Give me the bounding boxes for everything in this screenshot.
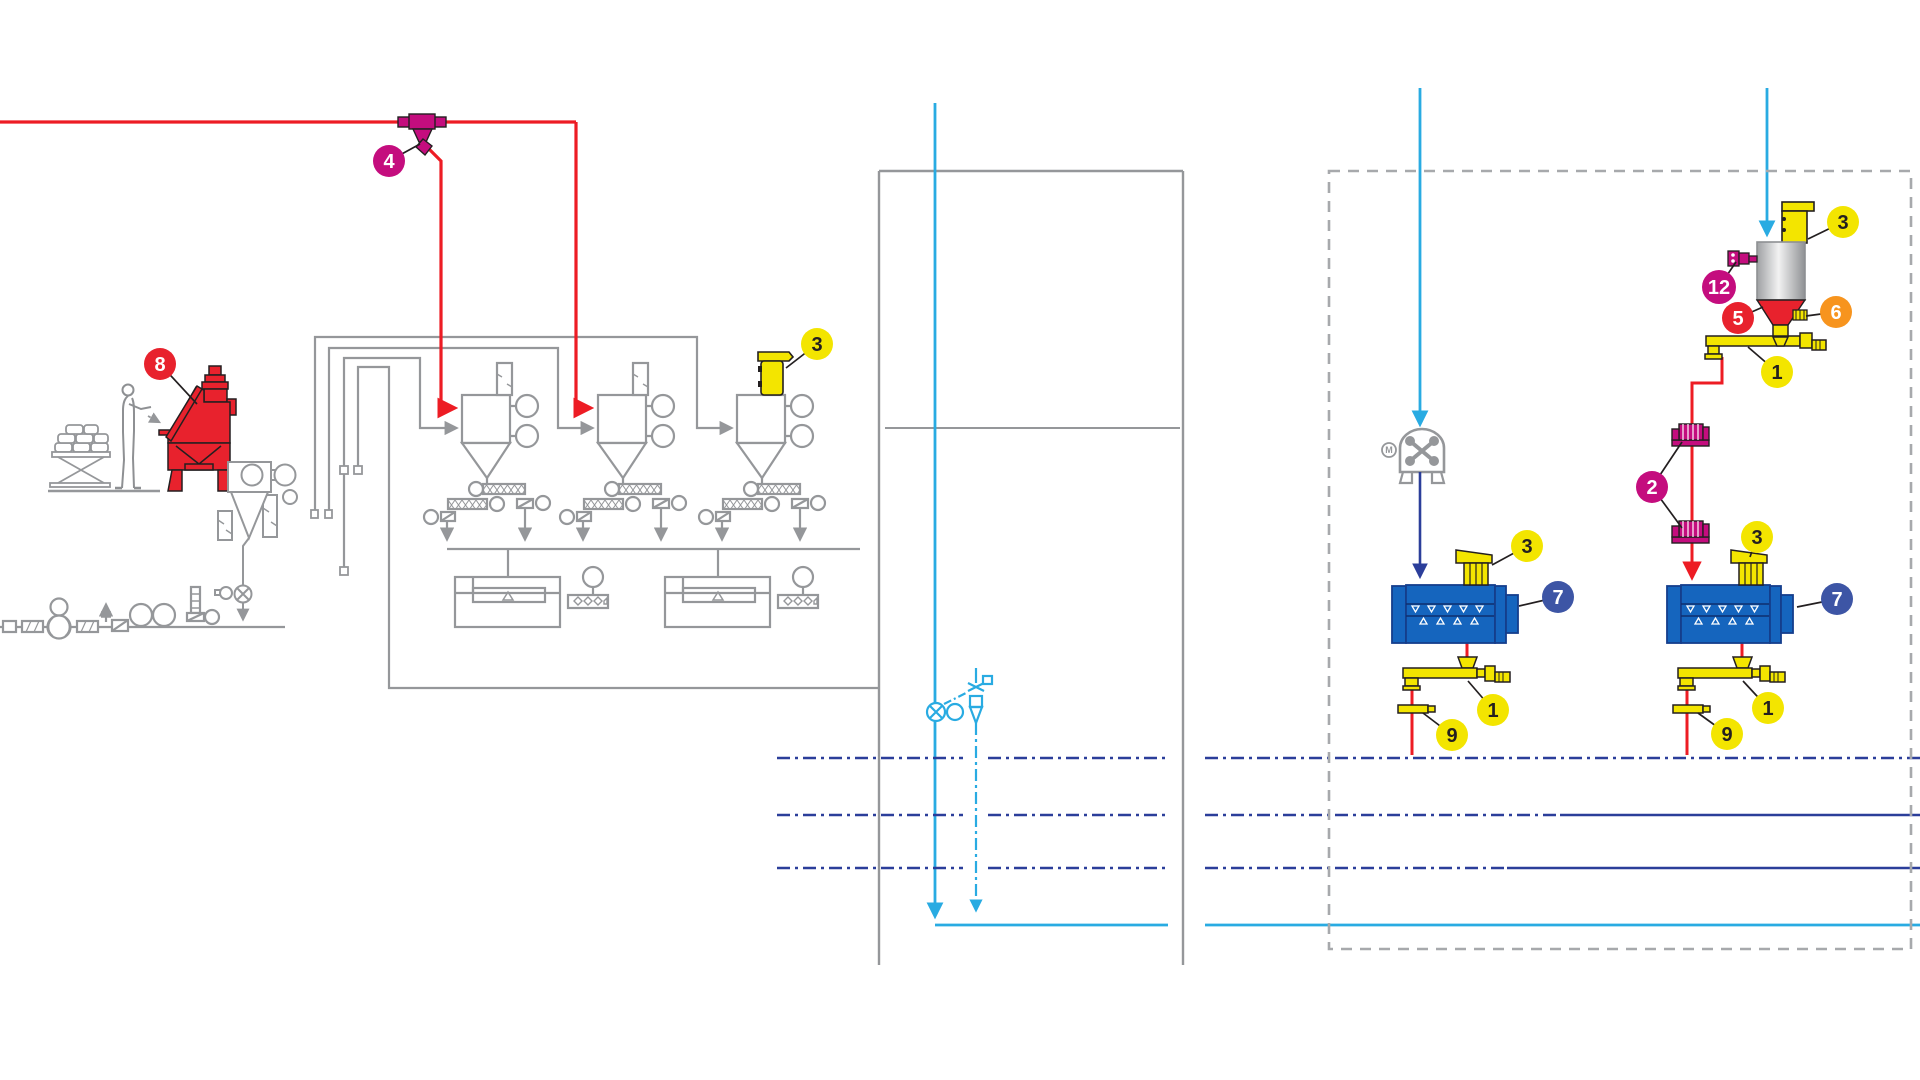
slide-gate-right xyxy=(1672,704,1711,714)
bag-stack-lift xyxy=(49,424,111,488)
badge-3: 3 xyxy=(1807,206,1859,240)
badge-9: 9 xyxy=(1422,712,1468,751)
hand-feed-arrow xyxy=(147,412,162,424)
svg-text:7: 7 xyxy=(1552,587,1563,609)
receiver-discharge-conveyor xyxy=(1704,324,1827,360)
vacuum-receiver-assembly xyxy=(1704,201,1827,360)
mixer-scale-units xyxy=(453,565,820,629)
svg-text:7: 7 xyxy=(1831,589,1842,611)
badge-5: 5 xyxy=(1722,302,1764,334)
badge-3: 3 xyxy=(1741,521,1773,558)
vent-filter-hopper3 xyxy=(757,351,795,396)
svg-text:4: 4 xyxy=(383,151,395,173)
filter-hoppers xyxy=(422,351,860,576)
vent-filter-right-machine xyxy=(1730,549,1768,586)
cone-fitting xyxy=(1792,309,1808,321)
vent-filter-left-machine xyxy=(1455,549,1493,586)
red-conveying-lines-left xyxy=(0,120,595,419)
badge-3: 3 xyxy=(1491,530,1543,566)
booster-pump-upper xyxy=(1671,423,1710,447)
badge-2: 2 xyxy=(1636,441,1683,529)
badge-1: 1 xyxy=(1467,680,1509,726)
svg-text:9: 9 xyxy=(1721,724,1732,746)
vacuum-unit xyxy=(1781,201,1815,244)
badge-1: 1 xyxy=(1747,346,1793,388)
svg-text:12: 12 xyxy=(1708,277,1730,299)
svg-text:1: 1 xyxy=(1771,362,1782,384)
badge-3: 3 xyxy=(785,328,833,369)
relief-valve xyxy=(98,602,114,622)
badge-4: 4 xyxy=(373,143,421,177)
svg-text:3: 3 xyxy=(1837,212,1848,234)
svg-text:3: 3 xyxy=(1751,527,1762,549)
discharge-conveyor-right xyxy=(1677,656,1786,691)
filter-hopper-unit xyxy=(422,361,827,542)
water-valve-group xyxy=(925,692,967,723)
badge-12: 12 xyxy=(1702,261,1737,304)
svg-text:6: 6 xyxy=(1830,302,1841,324)
bag-dump-area xyxy=(48,365,298,622)
spray-lance xyxy=(967,668,994,913)
mill-motor-label: M xyxy=(1385,445,1393,455)
mixer-machine-left xyxy=(1391,584,1519,644)
slide-gate-left xyxy=(1397,704,1436,714)
mill: M xyxy=(1381,427,1446,485)
svg-text:9: 9 xyxy=(1446,725,1457,747)
badge-7: 7 xyxy=(1796,583,1853,615)
diverter-valve xyxy=(397,113,447,157)
mixer-machines xyxy=(1391,549,1794,644)
badge-7: 7 xyxy=(1518,581,1574,613)
level-sensor xyxy=(1727,250,1758,267)
booster-pump-lower xyxy=(1671,520,1710,544)
mixer-scale-2 xyxy=(663,565,820,629)
svg-text:3: 3 xyxy=(1521,536,1532,558)
mill-hammers xyxy=(1405,436,1439,466)
mixer-machine-right xyxy=(1666,584,1794,644)
svg-text:2: 2 xyxy=(1646,477,1657,499)
discharge-conveyor-left xyxy=(1402,656,1511,691)
system-boundary-box xyxy=(1327,169,1913,951)
hopper-feed-lines xyxy=(310,335,879,690)
svg-text:3: 3 xyxy=(811,334,822,356)
svg-text:8: 8 xyxy=(154,354,165,376)
svg-text:1: 1 xyxy=(1762,698,1773,720)
water-lines xyxy=(925,88,1920,927)
badge-9: 9 xyxy=(1697,712,1743,750)
mill-motor xyxy=(1381,442,1397,458)
badge-1: 1 xyxy=(1742,680,1784,724)
conveying-route-lines xyxy=(777,756,1920,870)
booster-pumps xyxy=(1671,423,1710,544)
intermediate-hopper xyxy=(214,461,298,622)
vacuum-pump-line xyxy=(0,585,285,640)
receiver-vessel xyxy=(1756,241,1806,301)
bag-dump-station xyxy=(158,365,237,492)
red-lines-right xyxy=(1410,357,1744,755)
operator-figure xyxy=(115,383,152,490)
badge-8: 8 xyxy=(144,348,198,405)
collection-header xyxy=(447,547,860,576)
badge-6: 6 xyxy=(1805,296,1852,328)
mixer-scale-1 xyxy=(453,565,610,629)
svg-text:5: 5 xyxy=(1732,308,1743,330)
svg-text:1: 1 xyxy=(1487,700,1498,722)
line-gauge xyxy=(185,585,221,626)
discharge-conveyors xyxy=(1397,656,1786,714)
building-shaft xyxy=(877,169,1185,965)
